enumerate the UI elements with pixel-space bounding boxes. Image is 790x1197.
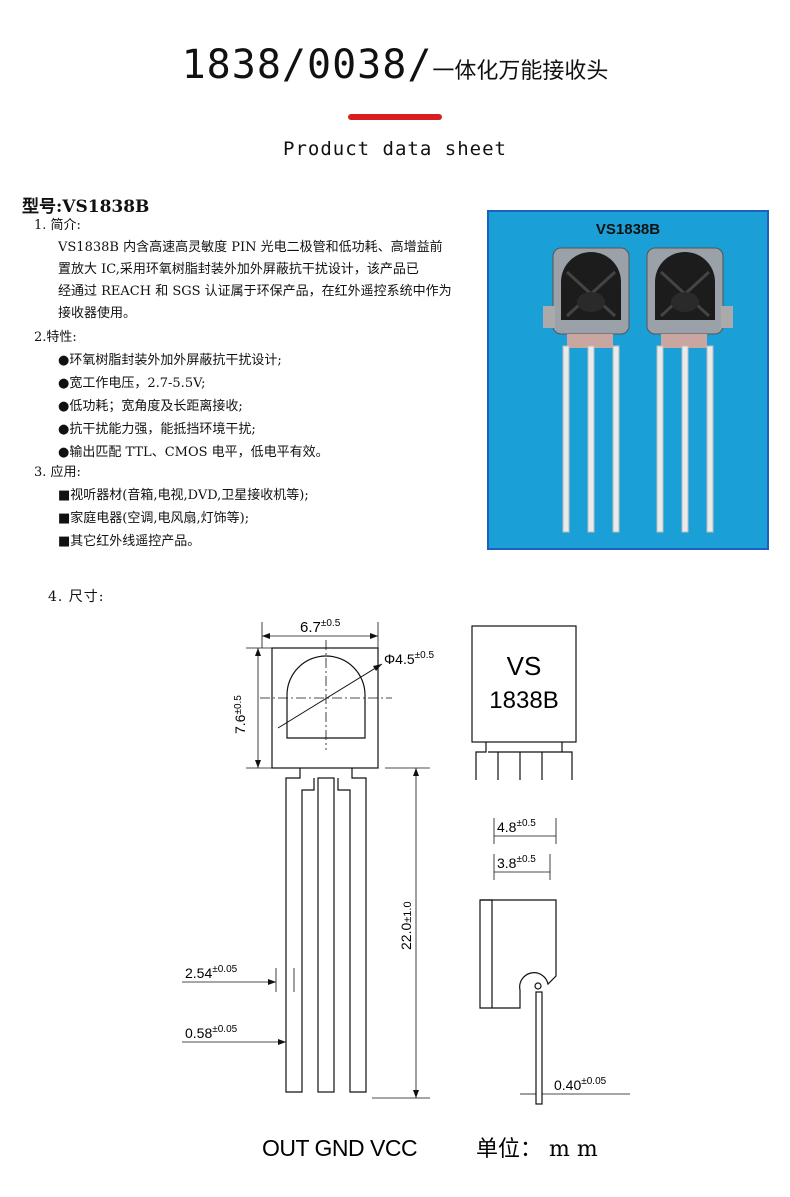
- lead-thickness-label: 0.40±0.05: [554, 1076, 607, 1093]
- pin-labels: OUT GND VCC: [262, 1135, 417, 1161]
- pitch-label: 2.54±0.05: [185, 964, 238, 981]
- list-item: ●抗干扰能力强，能抵挡环境干扰;: [58, 422, 256, 437]
- title-description: 一体化万能接收头: [432, 59, 609, 84]
- dimensions-heading: 4. 尺寸:: [48, 589, 105, 605]
- model-number: 型号:VS1838B: [22, 197, 150, 217]
- title-accent-bar: [348, 114, 442, 120]
- front-marking-line-2: 1838B: [489, 687, 558, 714]
- list-item: ●宽工作电压，2.7-5.5V;: [58, 376, 206, 391]
- applications-list: ■视听器材(音箱,电视,DVD,卫星接收机等); ■家庭电器(空调,电风扇,灯饰…: [58, 484, 309, 553]
- side-width-label: 4.8±0.5: [497, 818, 536, 835]
- list-item: ●低功耗；宽角度及长距离接收;: [58, 399, 243, 414]
- unit-label: 单位： m m: [476, 1137, 598, 1162]
- list-item: ■其它红外线遥控产品。: [58, 534, 201, 549]
- features-list: ●环氧树脂封装外加外屏蔽抗干扰设计; ●宽工作电压，2.7-5.5V; ●低功耗…: [58, 349, 329, 464]
- page-subtitle: Product data sheet: [283, 138, 507, 160]
- photo-label: VS1838B: [596, 221, 660, 238]
- intro-paragraph: VS1838B 内含高速高灵敏度 PIN 光电二极管和低功耗、高增益前 置放大 …: [58, 237, 483, 325]
- applications-heading: 3. 应用:: [34, 465, 81, 480]
- width-label: 6.7±0.5: [300, 618, 341, 636]
- intro-line: VS1838B 内含高速高灵敏度 PIN 光电二极管和低功耗、高增益前: [58, 240, 443, 255]
- side-depth-label: 3.8±0.5: [497, 854, 536, 871]
- list-item: ●输出匹配 TTL、CMOS 电平，低电平有效。: [58, 445, 329, 460]
- receiver-right: [646, 247, 733, 533]
- list-item: ■家庭电器(空调,电风扇,灯饰等);: [58, 511, 250, 526]
- list-item: ■视听器材(音箱,电视,DVD,卫星接收机等);: [58, 488, 309, 503]
- features-heading: 2.特性:: [34, 330, 77, 345]
- dimension-drawing: 6.7±0.5 Φ4.5±0.5 7.6±0.5 22.0±1.0 2.54±0…: [182, 618, 630, 1162]
- product-photo-illustration: VS1838B: [489, 212, 767, 548]
- height-label: 7.6±0.5: [232, 695, 248, 734]
- intro-heading: 1. 简介:: [34, 218, 81, 233]
- lens-diameter-label: Φ4.5±0.5: [384, 650, 434, 667]
- intro-line: 经通过 REACH 和 SGS 认证属于环保产品，在红外遥控系统中作为: [58, 284, 452, 299]
- list-item: ●环氧树脂封装外加外屏蔽抗干扰设计;: [58, 353, 282, 368]
- front-body: [271, 647, 379, 769]
- lead-width-label: 0.58±0.05: [185, 1024, 238, 1041]
- title-part-number: 1838/0038/: [181, 42, 433, 88]
- front-marking-line-1: VS: [507, 651, 542, 681]
- receiver-left: [543, 247, 630, 533]
- product-photo: VS1838B: [487, 210, 769, 550]
- intro-line: 接收器使用。: [58, 306, 137, 321]
- side-body: [479, 899, 557, 1009]
- front-marked-body: [471, 625, 577, 743]
- intro-line: 置放大 IC,采用环氧树脂封装外加外屏蔽抗干扰设计，该产品已: [58, 262, 419, 277]
- lens-outline: [286, 655, 366, 739]
- lead-length-label: 22.0±1.0: [398, 901, 414, 950]
- page-title: 1838/0038/一体化万能接收头: [0, 42, 790, 88]
